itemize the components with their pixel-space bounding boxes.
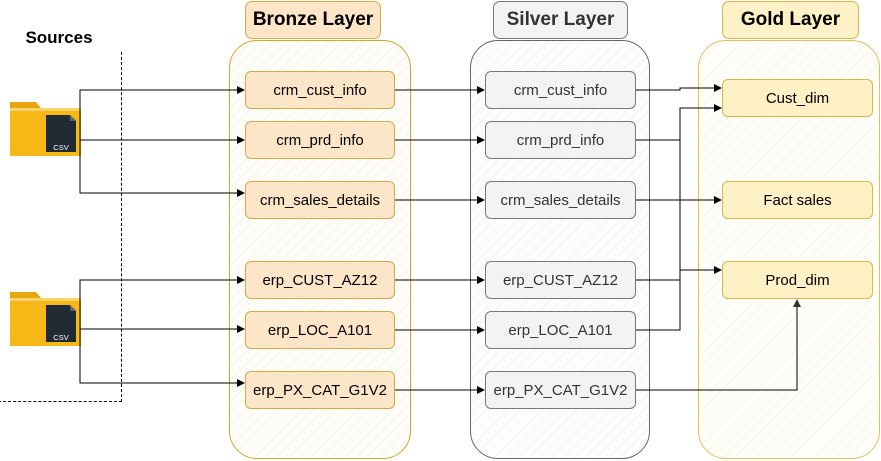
silver-node[interactable]: erp_LOC_A101	[485, 311, 636, 349]
bronze-node[interactable]: crm_sales_details	[245, 181, 395, 219]
silver-node[interactable]: erp_CUST_AZ12	[485, 261, 636, 299]
csv-label: CSV	[53, 143, 68, 152]
silver-layer-title: Silver Layer	[493, 1, 628, 39]
gold-node-fact-sales[interactable]: Fact sales	[722, 181, 873, 219]
csv-folder-icon: CSV	[10, 292, 81, 346]
csv-label: CSV	[53, 333, 68, 342]
silver-node[interactable]: crm_cust_info	[485, 71, 636, 109]
bronze-node[interactable]: crm_prd_info	[245, 121, 395, 159]
silver-node[interactable]: erp_PX_CAT_G1V2	[485, 371, 636, 409]
csv-folder-icon: CSV	[10, 102, 81, 156]
gold-layer-title: Gold Layer	[722, 1, 859, 39]
bronze-node[interactable]: erp_PX_CAT_G1V2	[245, 371, 395, 409]
bronze-node[interactable]: crm_cust_info	[245, 71, 395, 109]
silver-node[interactable]: crm_prd_info	[485, 121, 636, 159]
bronze-layer-title: Bronze Layer	[245, 1, 381, 39]
gold-node-cust-dim[interactable]: Cust_dim	[722, 79, 873, 117]
bronze-node[interactable]: erp_LOC_A101	[245, 311, 395, 349]
gold-node-prod-dim[interactable]: Prod_dim	[722, 261, 873, 299]
bronze-node[interactable]: erp_CUST_AZ12	[245, 261, 395, 299]
sources-title: Sources	[25, 28, 93, 47]
silver-node[interactable]: crm_sales_details	[485, 181, 636, 219]
